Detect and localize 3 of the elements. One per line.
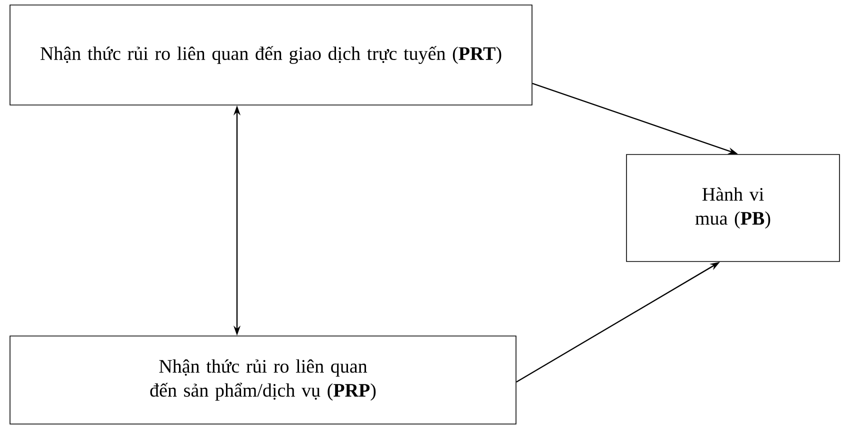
concept-box: Hành vi mua (PB) <box>626 154 840 262</box>
concept-box: Nhận thức rủi ro liên quan đến sản phẩm/dịch vụ (PRP) <box>10 336 516 424</box>
concept-box: Nhận thức rủi ro liên quan đến giao dịch trực tuyến (PRT) <box>10 4 532 106</box>
